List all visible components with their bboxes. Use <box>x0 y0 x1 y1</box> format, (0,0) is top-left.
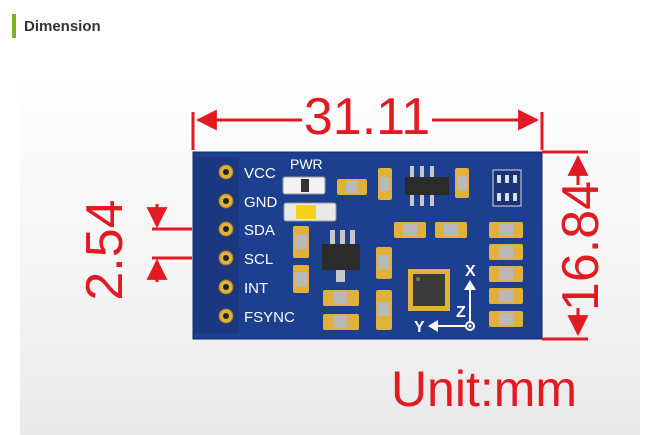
axis-y-label: Y <box>414 319 425 336</box>
pin-label-int: INT <box>244 280 268 297</box>
axis-z-label: Z <box>456 304 466 321</box>
pcb-board: VCC GND SDA SCL INT FSYNC PWR <box>192 151 543 340</box>
transistor-chip <box>322 230 360 282</box>
right-passives <box>489 222 523 327</box>
width-value: 31.11 <box>304 88 430 146</box>
pin-label-vcc: VCC <box>244 165 276 182</box>
pitch-value: 2.54 <box>76 199 134 300</box>
pwr-label: PWR <box>290 156 323 172</box>
pin-label-gnd: GND <box>244 194 278 211</box>
pin-label-fsync: FSYNC <box>244 309 295 326</box>
width-dimension <box>191 109 544 150</box>
axis-x-label: X <box>465 263 476 280</box>
pin-header-area <box>193 157 239 333</box>
pin-label-scl: SCL <box>244 251 273 268</box>
axis-indicator <box>428 280 476 332</box>
unit-note: Unit:mm <box>391 361 577 417</box>
section-title: Dimension <box>24 17 101 35</box>
pitch-dimension <box>146 204 192 282</box>
header-accent-bar <box>12 14 16 38</box>
pcb-body <box>193 152 542 339</box>
height-value: 16.84 <box>552 181 610 311</box>
small-connector <box>492 169 522 207</box>
regulator-chip <box>405 166 449 206</box>
pin-label-sda: SDA <box>244 222 275 239</box>
pin-pads <box>218 164 234 324</box>
height-dimension <box>542 150 589 341</box>
section-header: Dimension <box>12 12 101 40</box>
sensor-chip <box>408 269 450 311</box>
